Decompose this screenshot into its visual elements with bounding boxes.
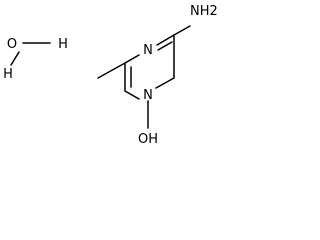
methyl-bond — [97, 62, 126, 79]
hydroxyl-group-label: OH — [138, 132, 158, 147]
ring-bond-c6-n1 — [124, 90, 140, 100]
amino-group-label: NH2 — [190, 4, 218, 19]
water-hydrogen-left-label: H — [3, 67, 13, 82]
water-hydrogen-right-label: H — [58, 37, 68, 52]
amino-bond — [173, 25, 191, 36]
ring-bond-n3-c4 — [156, 34, 175, 46]
ring-bond-c2-n3 — [124, 54, 140, 64]
chemical-structure-diagram: O H H N N NH2 OH — [3, 4, 218, 147]
bond-o-h-lower — [10, 51, 20, 66]
ring-bond-n3-c4-inner — [157, 41, 173, 51]
ring-bond-c5-c6 — [155, 77, 175, 89]
water-molecule: O H H — [3, 37, 68, 82]
ring-nitrogen-top-label: N — [143, 43, 153, 58]
pyrimidine-molecule: N N NH2 OH — [97, 4, 218, 147]
water-oxygen-label: O — [7, 37, 17, 52]
ring-nitrogen-bottom-label: N — [143, 88, 153, 103]
